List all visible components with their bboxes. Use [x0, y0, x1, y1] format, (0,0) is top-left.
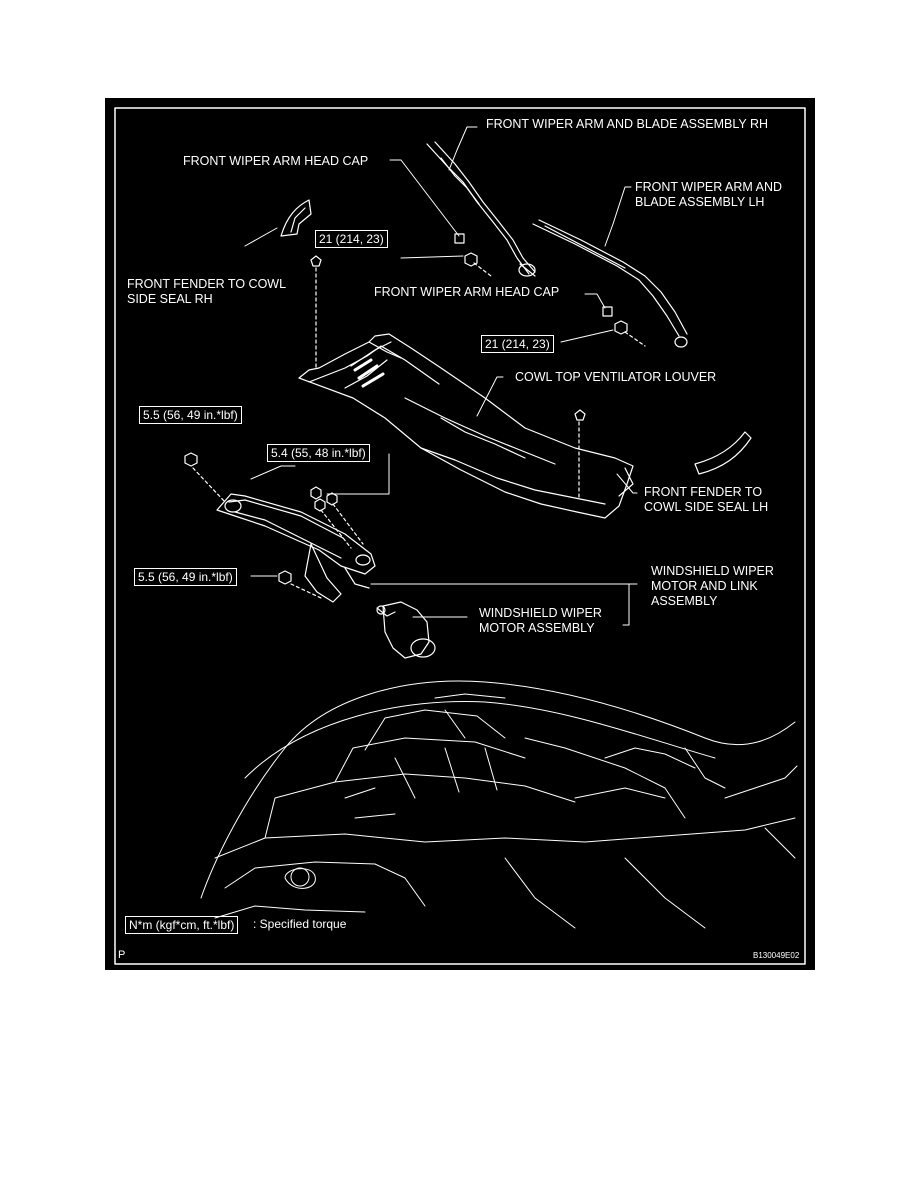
torque-box-5: 5.5 (56, 49 in.*lbf): [134, 568, 237, 586]
clip-1: [310, 255, 322, 267]
legend-unit-box: N*m (kgf*cm, ft.*lbf): [125, 916, 239, 934]
label-head-cap-2: FRONT WIPER ARM HEAD CAP: [374, 285, 560, 299]
torque-box-4: 5.4 (55, 48 in.*lbf): [267, 444, 370, 462]
wiper-arm-rh: [426, 141, 536, 277]
legend-text: : Specified torque: [253, 917, 347, 931]
bolt-1: [184, 452, 198, 467]
cowl-louver: [298, 333, 634, 519]
nut-2: [614, 320, 628, 335]
head-cap-lh: [602, 306, 613, 317]
seal-rh: [280, 199, 312, 237]
diagram-figure: FRONT WIPER ARM AND BLADE ASSEMBLY RH FR…: [105, 98, 815, 970]
label-motor: WINDSHIELD WIPER MOTOR ASSEMBLY: [479, 606, 602, 635]
torque-box-1: 21 (214, 23): [315, 230, 388, 248]
diagram-artwork: [114, 107, 806, 965]
bolt-5: [278, 570, 292, 585]
head-cap-rh: [454, 233, 465, 244]
engine-bay-outline: [200, 680, 798, 929]
figure-id: B130049E02: [753, 951, 800, 960]
nut-1: [464, 252, 478, 267]
leader-lines: [244, 126, 638, 626]
bolt-3: [314, 498, 326, 512]
label-cowl-louver: COWL TOP VENTILATOR LOUVER: [515, 370, 717, 384]
bolt-2: [310, 486, 322, 500]
bolt-4: [326, 492, 338, 506]
wiper-motor: [376, 601, 436, 659]
label-seal-rh: FRONT FENDER TO COWL SIDE SEAL RH: [127, 277, 287, 306]
label-wiper-arm-rh: FRONT WIPER ARM AND BLADE ASSEMBLY RH: [486, 117, 769, 131]
wiper-link-assembly: [216, 493, 376, 603]
torque-box-3: 5.5 (56, 49 in.*lbf): [139, 406, 242, 424]
figure-frame: [114, 107, 806, 965]
corner-mark: P: [118, 949, 126, 961]
torque-box-2: 21 (214, 23): [481, 335, 554, 353]
label-head-cap-1: FRONT WIPER ARM HEAD CAP: [183, 154, 369, 168]
label-motor-link: WINDSHIELD WIPER MOTOR AND LINK ASSEMBLY: [651, 564, 774, 608]
wiper-arm-lh: [532, 219, 688, 348]
seal-lh: [694, 431, 752, 475]
label-seal-lh: FRONT FENDER TO COWL SIDE SEAL LH: [644, 485, 769, 514]
label-wiper-arm-lh: FRONT WIPER ARM AND BLADE ASSEMBLY LH: [635, 180, 783, 209]
clip-2: [574, 409, 586, 421]
